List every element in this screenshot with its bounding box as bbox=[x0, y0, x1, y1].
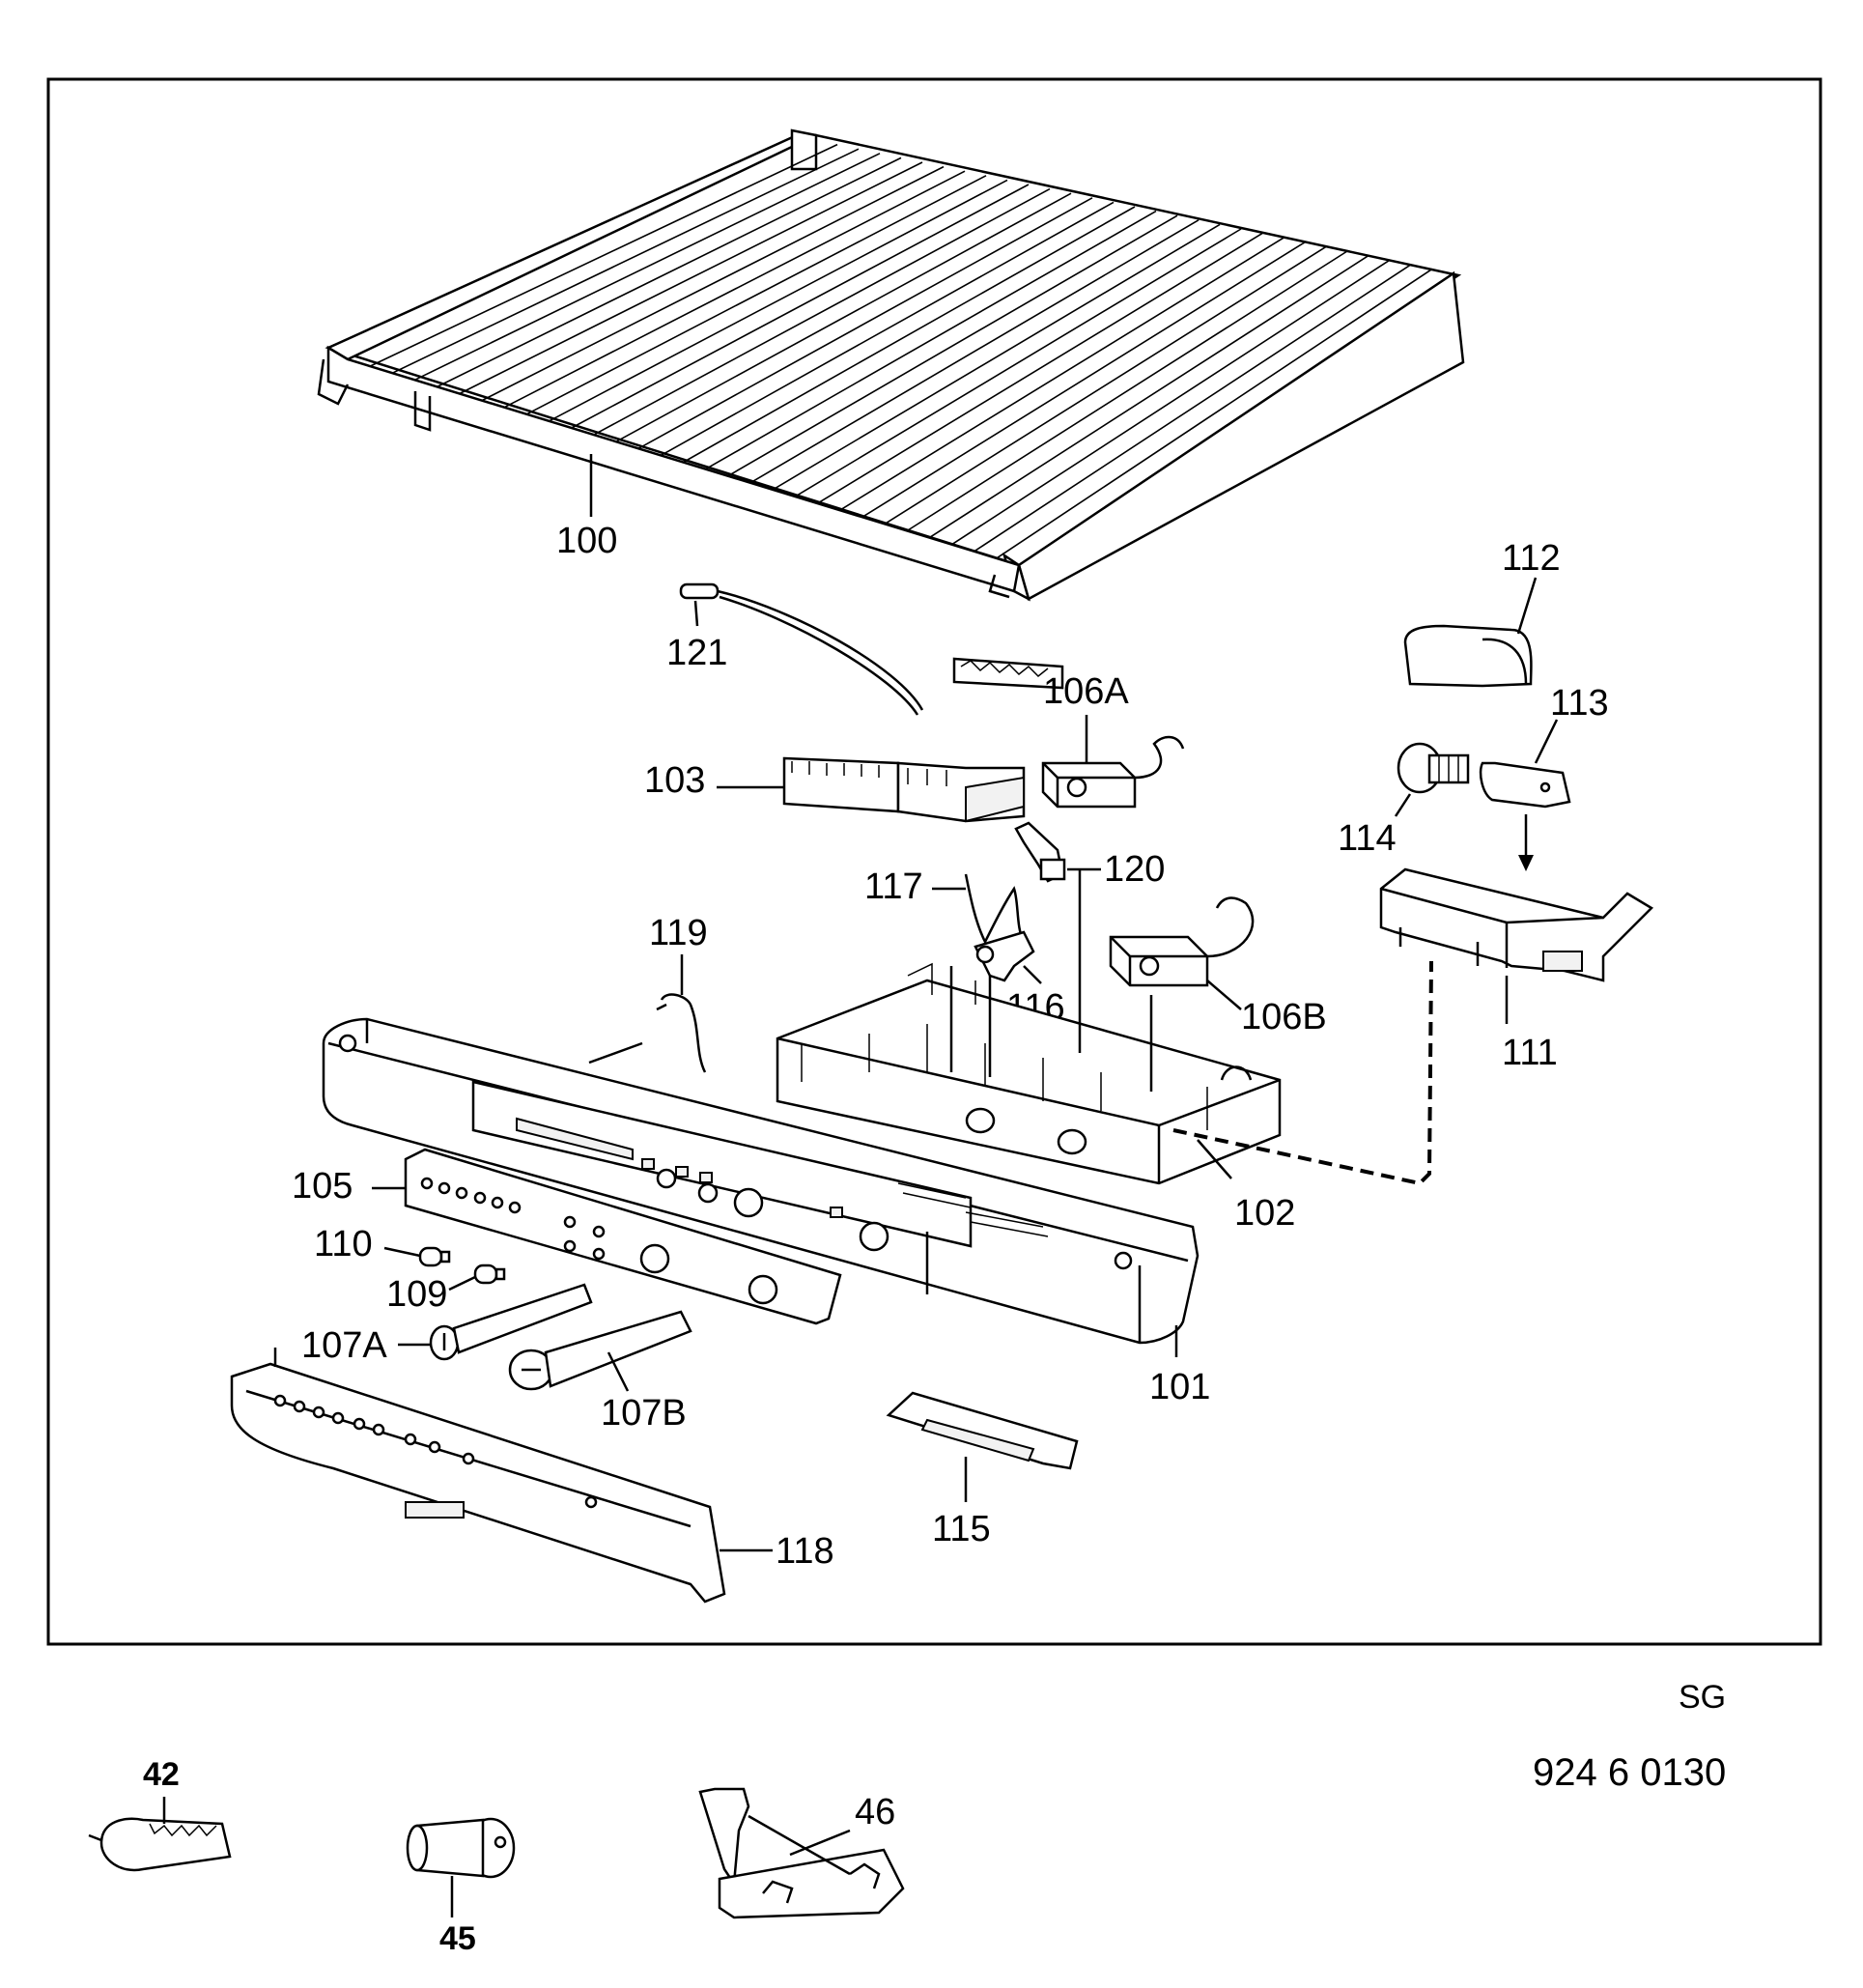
shelf-rib bbox=[974, 264, 1412, 553]
part-45 bbox=[406, 1817, 516, 1917]
shelf-ribs bbox=[369, 143, 1433, 559]
part-120-clip bbox=[1014, 821, 1101, 883]
shelf-rib bbox=[660, 201, 1115, 457]
shelf-rib bbox=[705, 210, 1157, 470]
shelf-rib bbox=[437, 156, 902, 388]
label-107b: 107B bbox=[601, 1393, 687, 1434]
label-46: 46 bbox=[855, 1792, 895, 1832]
part-100-shelf bbox=[317, 128, 1465, 602]
part-107a-knob bbox=[429, 1283, 593, 1361]
label-109: 109 bbox=[386, 1274, 447, 1315]
label-110: 110 bbox=[314, 1224, 373, 1264]
shelf-rib bbox=[369, 143, 838, 367]
label-117: 117 bbox=[864, 866, 923, 907]
label-101: 101 bbox=[1149, 1367, 1210, 1407]
label-118: 118 bbox=[776, 1531, 834, 1572]
part-connector-strip bbox=[952, 657, 1064, 690]
shelf-rib bbox=[637, 197, 1093, 450]
footer-code: SG bbox=[1679, 1679, 1726, 1716]
label-105: 105 bbox=[292, 1166, 353, 1207]
label-103: 103 bbox=[644, 760, 705, 801]
label-42: 42 bbox=[143, 1756, 180, 1793]
shelf-rib bbox=[549, 179, 1008, 422]
shelf-rib bbox=[481, 165, 945, 402]
label-106b: 106B bbox=[1241, 997, 1327, 1037]
shelf-rib bbox=[928, 254, 1369, 539]
part-42 bbox=[88, 1797, 232, 1872]
shelf-rib bbox=[749, 219, 1200, 484]
part-106b-switch bbox=[1109, 896, 1255, 1010]
footer-doc-number: 924 6 0130 bbox=[1533, 1751, 1726, 1794]
shelf-rib bbox=[727, 214, 1178, 477]
part-111-lamp-housing bbox=[1379, 867, 1654, 1024]
shelf-rib bbox=[951, 259, 1391, 546]
shelf-rib bbox=[683, 206, 1136, 464]
shelf-rib bbox=[906, 250, 1348, 532]
label-45: 45 bbox=[439, 1920, 476, 1957]
part-102-housing bbox=[776, 869, 1282, 1185]
label-120: 120 bbox=[1104, 849, 1165, 890]
label-107a: 107A bbox=[301, 1325, 387, 1366]
label-113: 113 bbox=[1550, 683, 1609, 724]
leader-110 bbox=[383, 1246, 421, 1258]
part-110-bulb bbox=[418, 1246, 451, 1267]
shelf-rib bbox=[615, 192, 1072, 442]
part-119-wire-clip bbox=[656, 954, 707, 1073]
diagram-frame bbox=[46, 77, 1822, 1646]
part-117-spring bbox=[964, 873, 1026, 945]
part-103-terminal-block bbox=[782, 756, 1026, 823]
part-121-sensor bbox=[679, 582, 924, 716]
label-106a: 106A bbox=[1043, 671, 1129, 712]
shelf-rib bbox=[459, 161, 923, 395]
shelf-rib bbox=[414, 153, 881, 382]
label-112: 112 bbox=[1502, 538, 1561, 579]
shelf-rib bbox=[503, 170, 966, 409]
label-111: 111 bbox=[1502, 1033, 1558, 1073]
dashed-connection bbox=[1172, 960, 1433, 1186]
shelf-rib bbox=[861, 241, 1306, 518]
part-107b-knob bbox=[508, 1310, 692, 1392]
part-109-bulb bbox=[473, 1264, 506, 1285]
label-102: 102 bbox=[1234, 1193, 1295, 1234]
shelf-rib bbox=[391, 148, 860, 374]
part-101-bezel bbox=[322, 1017, 1200, 1357]
shelf-rib bbox=[794, 228, 1242, 497]
shelf-rib bbox=[996, 268, 1433, 559]
shelf-rib bbox=[817, 232, 1263, 504]
part-46 bbox=[698, 1787, 905, 1919]
shelf-rib bbox=[772, 223, 1221, 491]
label-121: 121 bbox=[666, 633, 727, 673]
leader-109 bbox=[448, 1275, 476, 1292]
shelf-rib bbox=[839, 237, 1284, 511]
label-100: 100 bbox=[556, 521, 617, 561]
part-115-grille bbox=[886, 1391, 1079, 1502]
shelf-rib bbox=[571, 184, 1030, 429]
shelf-rib bbox=[593, 187, 1051, 436]
label-114: 114 bbox=[1338, 818, 1397, 859]
part-105-panel bbox=[404, 1148, 842, 1325]
label-115: 115 bbox=[932, 1509, 991, 1549]
part-112-cover bbox=[1403, 577, 1538, 688]
label-119: 119 bbox=[649, 913, 708, 953]
part-106a-switch bbox=[1041, 715, 1185, 809]
part-118-trim bbox=[230, 1348, 726, 1604]
shelf-rib bbox=[884, 245, 1327, 525]
part-114-bulb bbox=[1394, 742, 1470, 817]
part-113-holder bbox=[1479, 719, 1571, 871]
shelf-rib bbox=[525, 175, 987, 415]
